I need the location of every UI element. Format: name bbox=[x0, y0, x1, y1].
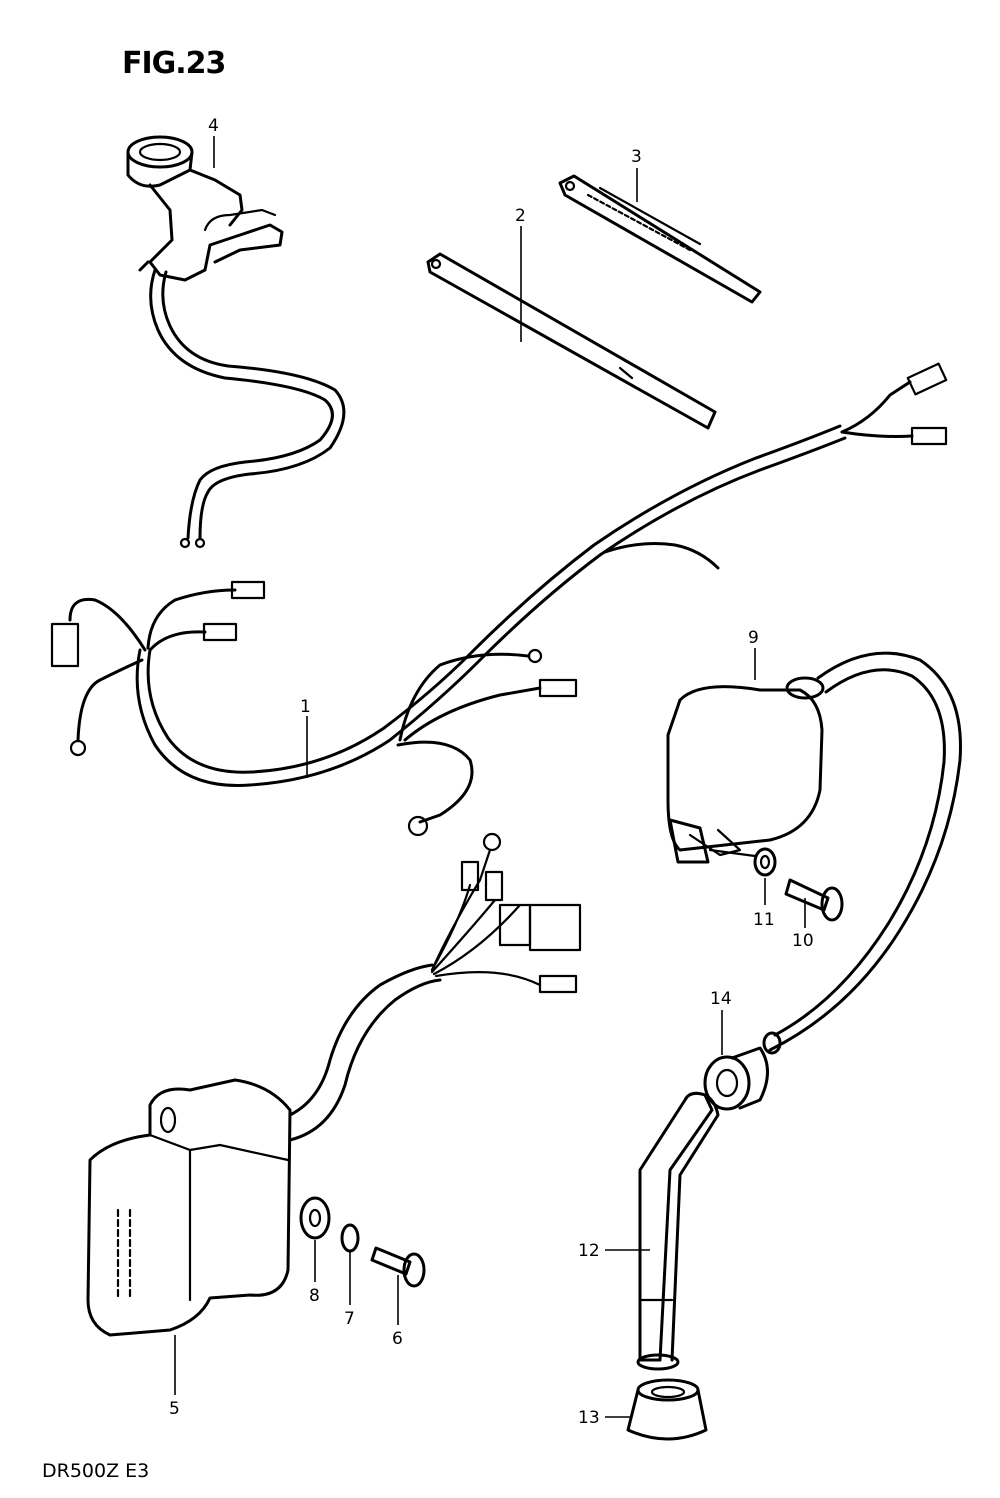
part-9-ignition-coil bbox=[666, 651, 962, 1055]
part-5-cdi-unit bbox=[86, 832, 582, 1337]
callout-11: 11 bbox=[753, 910, 775, 930]
part-12-plug-cap bbox=[636, 1091, 720, 1371]
part-14-grommet bbox=[703, 1046, 769, 1111]
callout-12: 12 bbox=[578, 1241, 600, 1261]
model-code: DR500Z E3 bbox=[42, 1460, 150, 1482]
part-7-lock-washer bbox=[340, 1223, 360, 1253]
callout-14: 14 bbox=[710, 989, 732, 1009]
part-2-band bbox=[426, 252, 717, 430]
part-10-screw bbox=[784, 878, 844, 922]
callout-9: 9 bbox=[748, 628, 759, 648]
callout-7: 7 bbox=[344, 1309, 355, 1329]
callout-2: 2 bbox=[515, 206, 526, 226]
leader-lines bbox=[174, 136, 806, 1418]
part-8-washer bbox=[299, 1196, 331, 1240]
callout-1: 1 bbox=[300, 697, 311, 717]
part-6-screw bbox=[370, 1246, 426, 1288]
callout-8: 8 bbox=[309, 1286, 320, 1306]
part-13-cap bbox=[626, 1378, 708, 1441]
callout-6: 6 bbox=[392, 1329, 403, 1349]
callout-10: 10 bbox=[792, 931, 814, 951]
figure-title: FIG.23 bbox=[122, 46, 226, 81]
callout-5: 5 bbox=[169, 1399, 180, 1419]
part-4-handlebar-switch bbox=[126, 135, 346, 549]
callout-3: 3 bbox=[631, 147, 642, 167]
part-3-holder-band bbox=[558, 174, 762, 304]
part-1-wire-harness bbox=[50, 362, 948, 837]
callout-13: 13 bbox=[578, 1408, 600, 1428]
callout-4: 4 bbox=[208, 116, 219, 136]
part-11-washer bbox=[753, 847, 777, 877]
callouts: 1 2 3 4 5 6 7 8 9 10 11 12 13 14 bbox=[169, 116, 814, 1428]
